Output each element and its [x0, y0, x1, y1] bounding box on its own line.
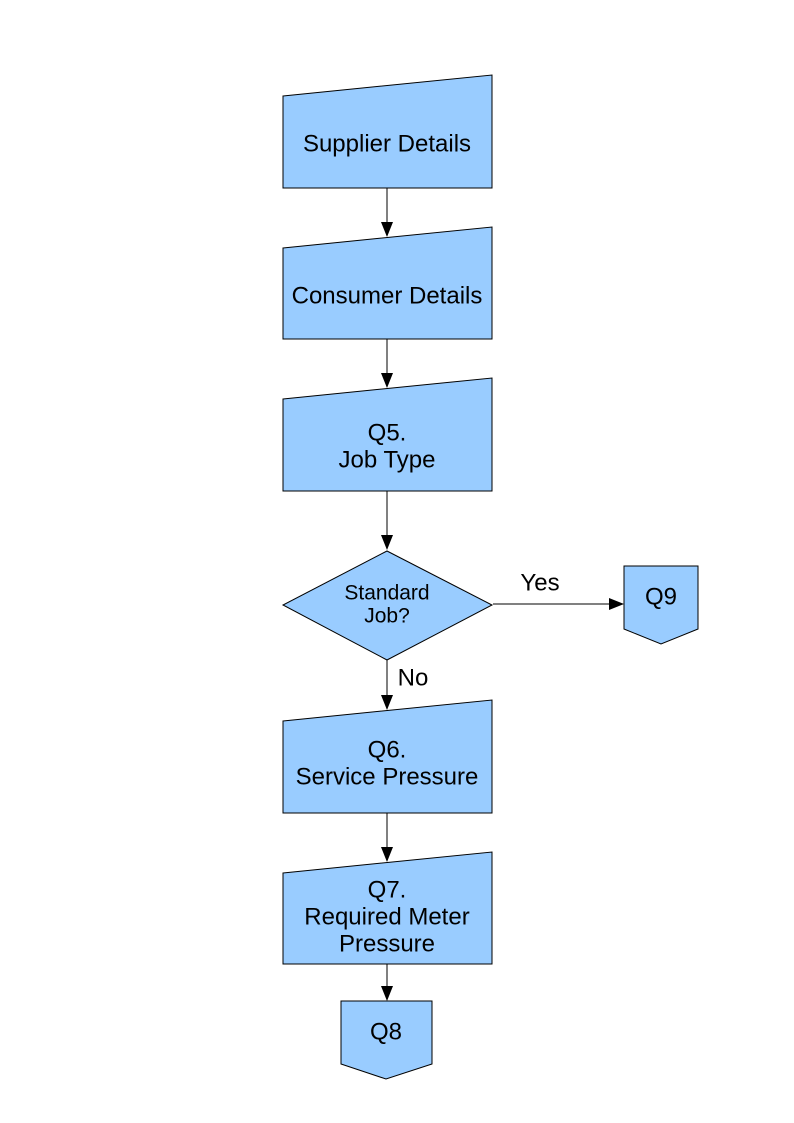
q7-label-line3: Pressure — [339, 931, 435, 958]
q8-connector-node — [340, 1000, 433, 1080]
yes-branch-label: Yes — [520, 570, 559, 597]
consumer-details-label: Consumer Details — [292, 283, 483, 310]
q5-job-type-node — [282, 377, 493, 492]
supplier-details-node — [282, 74, 493, 189]
consumer-details-node — [282, 226, 493, 340]
decision-label-line1: Standard — [344, 582, 429, 605]
q6-label-line1: Q6. — [368, 737, 407, 764]
no-branch-label: No — [398, 665, 429, 692]
q7-label-line2: Required Meter — [304, 904, 469, 931]
decision-label-line2: Job? — [364, 605, 410, 628]
q5-label-line1: Q5. — [368, 420, 407, 447]
supplier-details-label: Supplier Details — [303, 131, 471, 158]
q7-required-meter-pressure-node — [282, 851, 493, 965]
q5-label-line2: Job Type — [339, 447, 436, 474]
q8-label: Q8 — [370, 1019, 402, 1046]
q6-label-line2: Service Pressure — [296, 764, 479, 791]
q7-label-line1: Q7. — [368, 877, 407, 904]
q9-connector-node — [623, 565, 699, 645]
q6-service-pressure-node — [282, 699, 493, 814]
q9-label: Q9 — [645, 584, 677, 611]
